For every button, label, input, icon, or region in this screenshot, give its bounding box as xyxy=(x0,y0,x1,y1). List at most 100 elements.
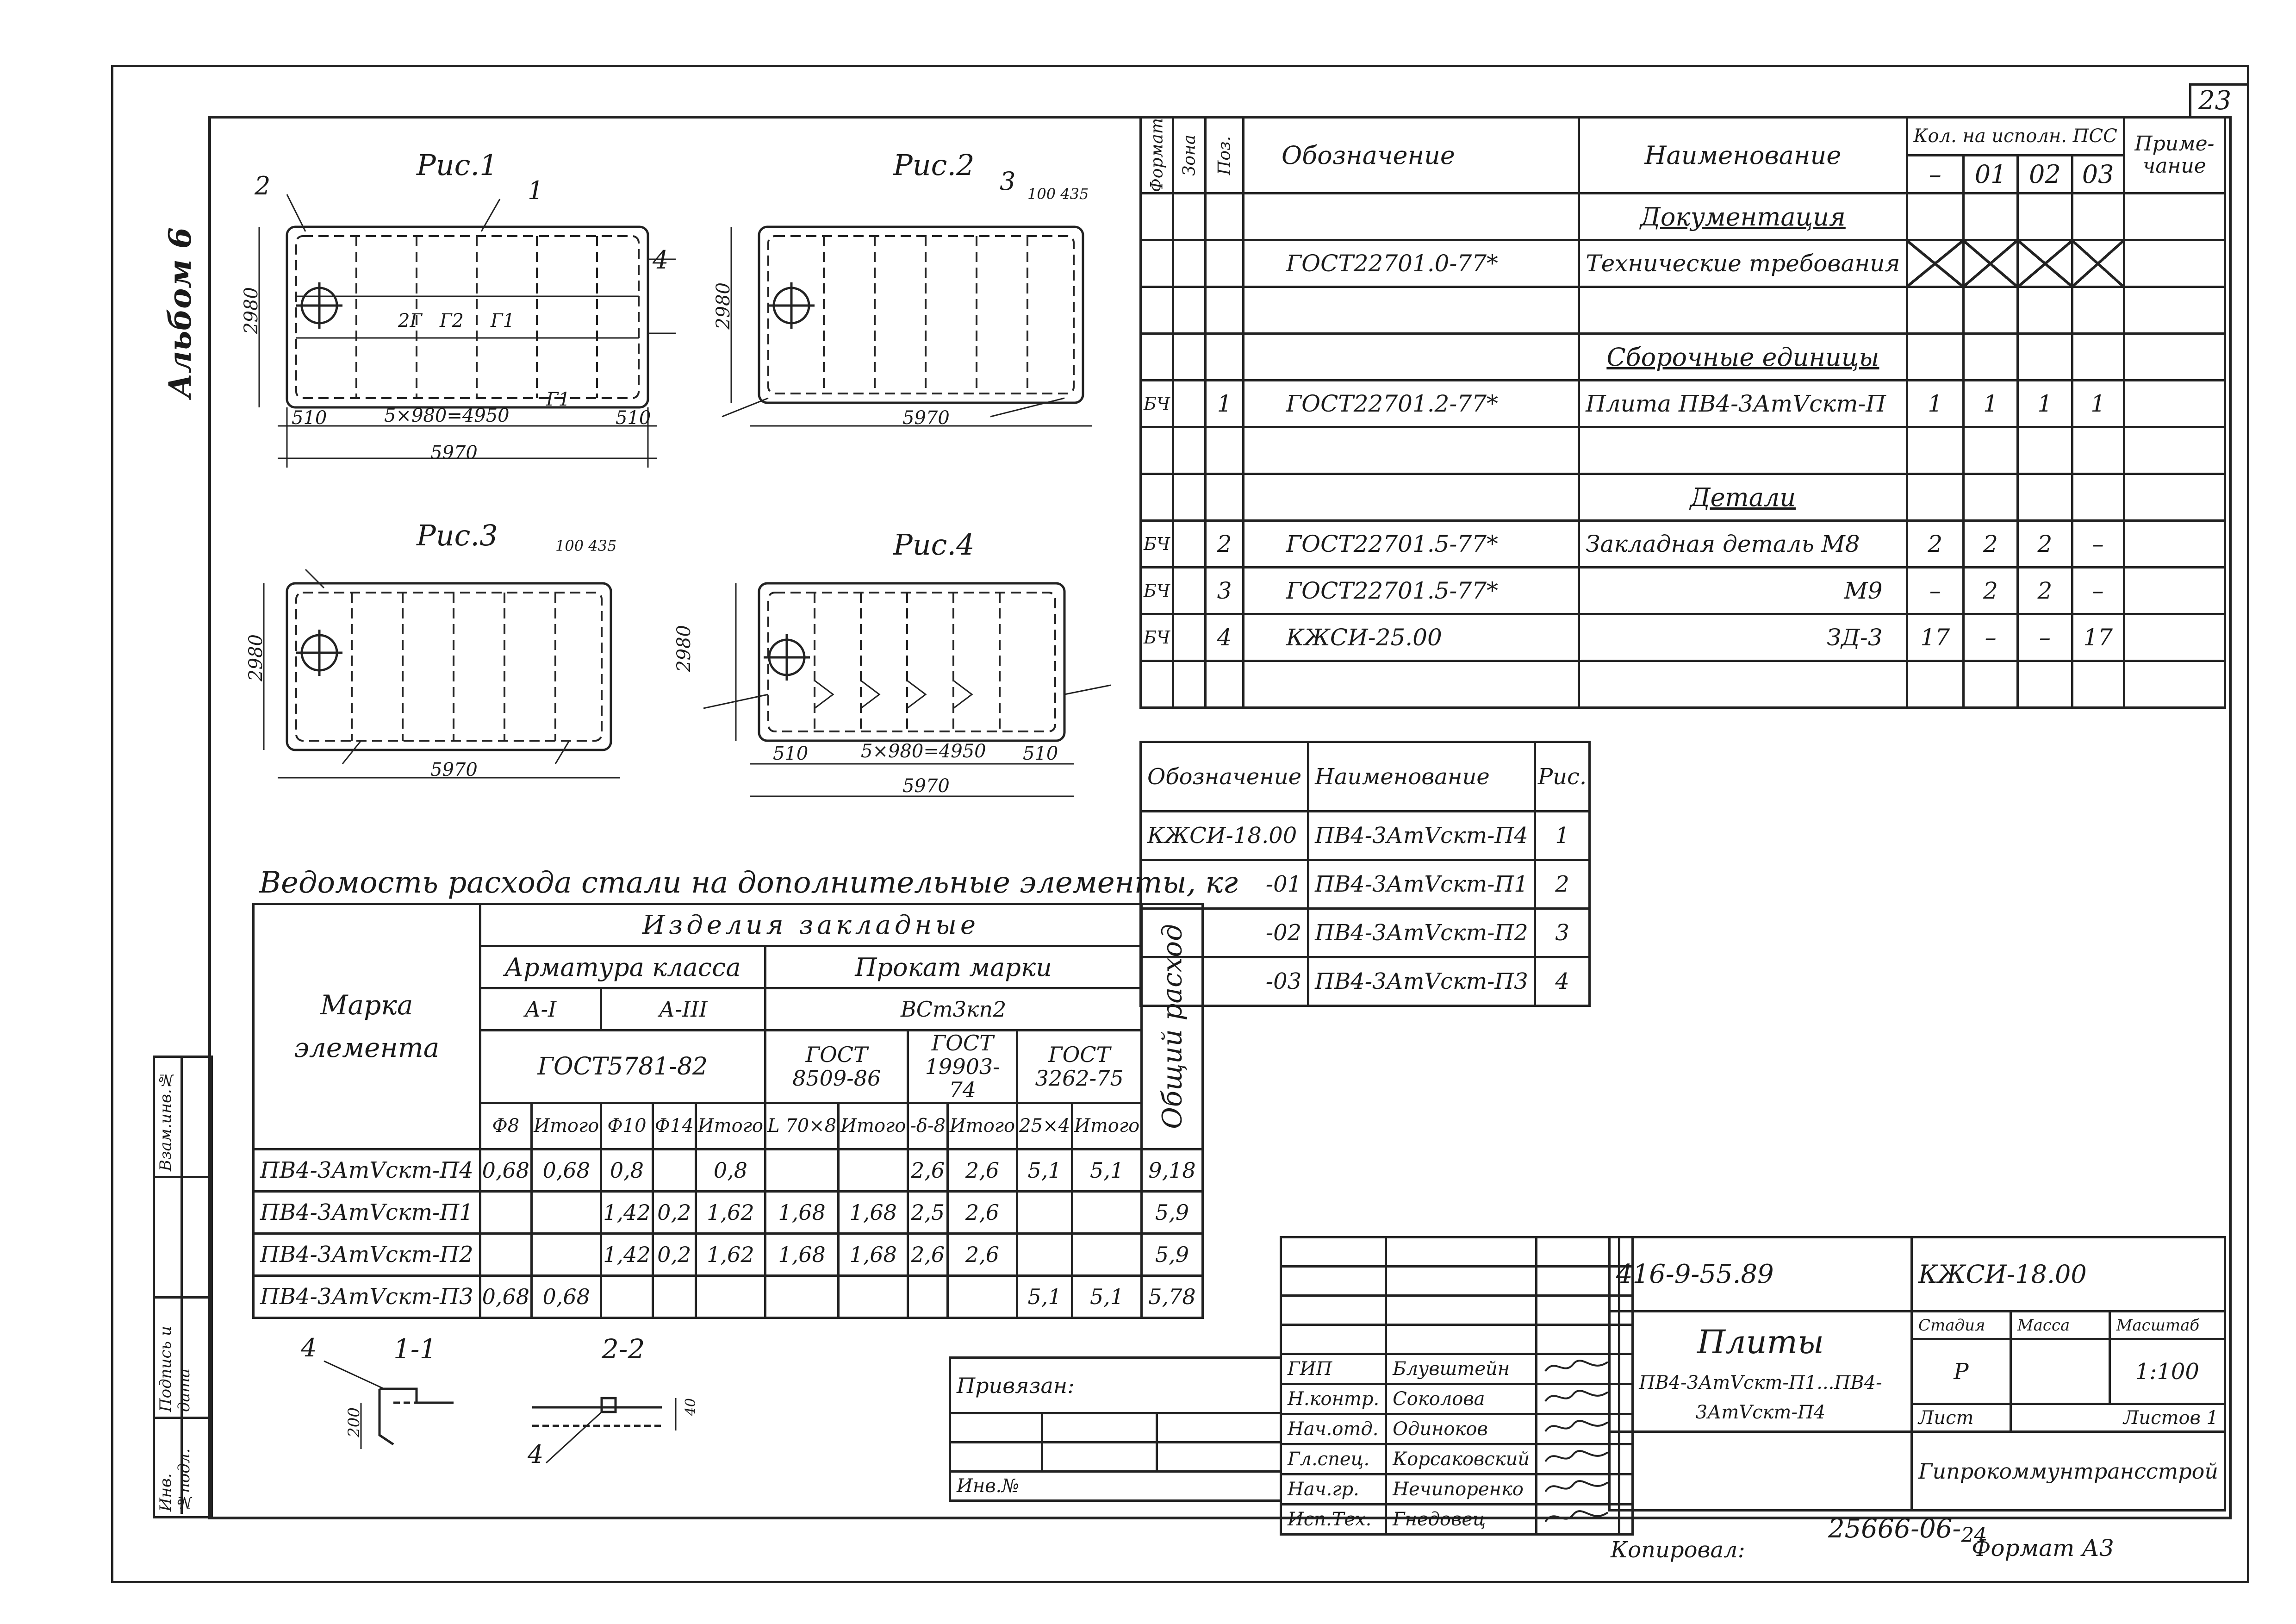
steel-value-cell xyxy=(600,1274,654,1319)
ref-fig-cell: 2 xyxy=(1533,859,1591,910)
inventory-code: 25666-06-24 xyxy=(1828,1514,1987,1547)
spec-designation-cell xyxy=(1242,473,1580,522)
stage-value: Р xyxy=(1910,1338,2012,1405)
steel-value-cell xyxy=(837,1148,909,1193)
attached-label: Привязан: xyxy=(949,1356,1282,1414)
spec-designation-cell xyxy=(1242,426,1580,475)
signature-row: Н.контр.Соколова xyxy=(1279,1383,1634,1415)
spec-qty-cell: – xyxy=(1905,566,1965,616)
steel-total-cell: 9,18 xyxy=(1140,1148,1204,1193)
steel-value-cell: 0,68 xyxy=(479,1148,533,1193)
steel-col-header: 25×4 xyxy=(1016,1101,1073,1150)
steel-total-cell: 5,78 xyxy=(1140,1274,1204,1319)
fig1-height: 2980 xyxy=(241,287,262,334)
spec-row xyxy=(1139,660,2227,709)
ref-name-cell: ПВ4-3АтⅤскт-П3 xyxy=(1307,956,1536,1007)
spec-format-cell xyxy=(1139,332,1175,382)
steel-value-cell: 1,62 xyxy=(694,1190,767,1235)
spec-pos-cell xyxy=(1204,332,1245,382)
ref-fig-cell: 3 xyxy=(1533,907,1591,958)
fig1-right-edge: 510 xyxy=(616,407,651,429)
steel-gost-1: ГОСТ 8509-86 xyxy=(764,1029,909,1104)
signature-mark xyxy=(1535,1413,1621,1445)
format-label: Формат А3 xyxy=(1972,1535,2114,1562)
section-2-2-label: 2-2 xyxy=(602,1333,645,1365)
callout-4: 4 xyxy=(653,245,669,275)
spec-designation-cell xyxy=(1242,660,1580,709)
fig2-height: 2980 xyxy=(713,282,734,330)
spec-note-cell xyxy=(2122,613,2227,662)
steel-value-cell xyxy=(479,1232,533,1277)
ref-header-name: Наименование xyxy=(1307,741,1536,812)
steel-value-cell: 0,68 xyxy=(530,1274,603,1319)
spec-qty-cell xyxy=(2016,286,2073,335)
ref-designation-cell: -01 xyxy=(1139,859,1310,910)
spec-header-format: Формат xyxy=(1140,117,1173,194)
fig3-slab xyxy=(286,582,612,751)
steel-table: Марка элемента Изделия закладные Общий р… xyxy=(252,903,1204,1319)
spec-pos-cell: 2 xyxy=(1204,519,1245,569)
spec-row xyxy=(1139,286,2227,335)
steel-mark-cell: ПВ4-3АтⅤскт-П3 xyxy=(252,1274,481,1319)
steel-value-cell: 2,6 xyxy=(946,1232,1019,1277)
spec-qty-col: 02 xyxy=(2016,154,2073,195)
spec-designation-cell: ГОСТ22701.5-77* xyxy=(1242,566,1580,616)
spec-zone-cell xyxy=(1172,239,1207,288)
spec-qty-cell: 17 xyxy=(1905,613,1965,662)
steel-gost-2: ГОСТ 19903-74 xyxy=(907,1029,1019,1104)
steel-value-cell xyxy=(530,1232,603,1277)
signature-role: Исп.Тех. xyxy=(1279,1503,1388,1536)
spec-pos-cell xyxy=(1204,192,1245,242)
signature-mark xyxy=(1535,1473,1621,1505)
steel-value-cell: 0,2 xyxy=(651,1190,697,1235)
spec-qty-cell: 2 xyxy=(2016,566,2073,616)
signature-row: Исп.Тех.Гнедовец xyxy=(1279,1503,1634,1536)
steel-value-cell: 5,1 xyxy=(1070,1148,1143,1193)
steel-value-cell xyxy=(1016,1232,1073,1277)
spec-zone-cell xyxy=(1172,613,1207,662)
steel-col-header: -δ-8 xyxy=(907,1101,949,1150)
spec-format-cell xyxy=(1139,473,1175,522)
copied-label: Копировал: xyxy=(1611,1537,1745,1563)
spec-row: Документация xyxy=(1139,192,2227,242)
figures-drawing xyxy=(258,194,1111,797)
signature-role: Гл.спец. xyxy=(1279,1443,1388,1475)
spec-qty-cell xyxy=(2071,660,2125,709)
sheet-header: Лист xyxy=(1910,1403,2012,1433)
steel-header-products: Изделия закладные xyxy=(479,903,1143,947)
steel-value-cell xyxy=(764,1274,840,1319)
fig2-slab xyxy=(758,225,1084,404)
spec-header-note: Приме-чание xyxy=(2122,115,2227,195)
signature-role: ГИП xyxy=(1279,1353,1388,1385)
steel-value-cell xyxy=(946,1274,1019,1319)
sheets-header: Листов 1 xyxy=(2009,1403,2227,1433)
fig1-d1: 2Г xyxy=(398,310,422,331)
steel-value-cell: 1,42 xyxy=(600,1232,654,1277)
spec-name-cell xyxy=(1578,286,1908,335)
spec-header-name: Наименование xyxy=(1578,115,1908,195)
spec-format-cell xyxy=(1139,660,1175,709)
fig1-d4: Г1 xyxy=(546,389,570,410)
spec-name-cell: Детали xyxy=(1578,473,1908,522)
signature-role: Н.контр. xyxy=(1279,1383,1388,1415)
side-stamp xyxy=(153,1056,213,1518)
fig3-title: Рис.3 xyxy=(417,518,498,552)
fig1-span: 5×980=4950 xyxy=(384,405,510,426)
spec-qty-cell xyxy=(1905,192,1965,242)
steel-value-cell xyxy=(1016,1190,1073,1235)
spec-zone-cell xyxy=(1172,519,1207,569)
spec-note-cell xyxy=(2122,286,2227,335)
spec-qty-col: 01 xyxy=(1962,154,2019,195)
steel-value-cell xyxy=(907,1274,949,1319)
spec-format-cell: БЧ xyxy=(1139,613,1175,662)
spec-qty-cell xyxy=(1905,239,1965,288)
steel-value-cell: 1,68 xyxy=(764,1190,840,1235)
ref-name-cell: ПВ4-3АтⅤскт-П4 xyxy=(1307,810,1536,861)
steel-col-header: Итого xyxy=(1070,1101,1143,1150)
